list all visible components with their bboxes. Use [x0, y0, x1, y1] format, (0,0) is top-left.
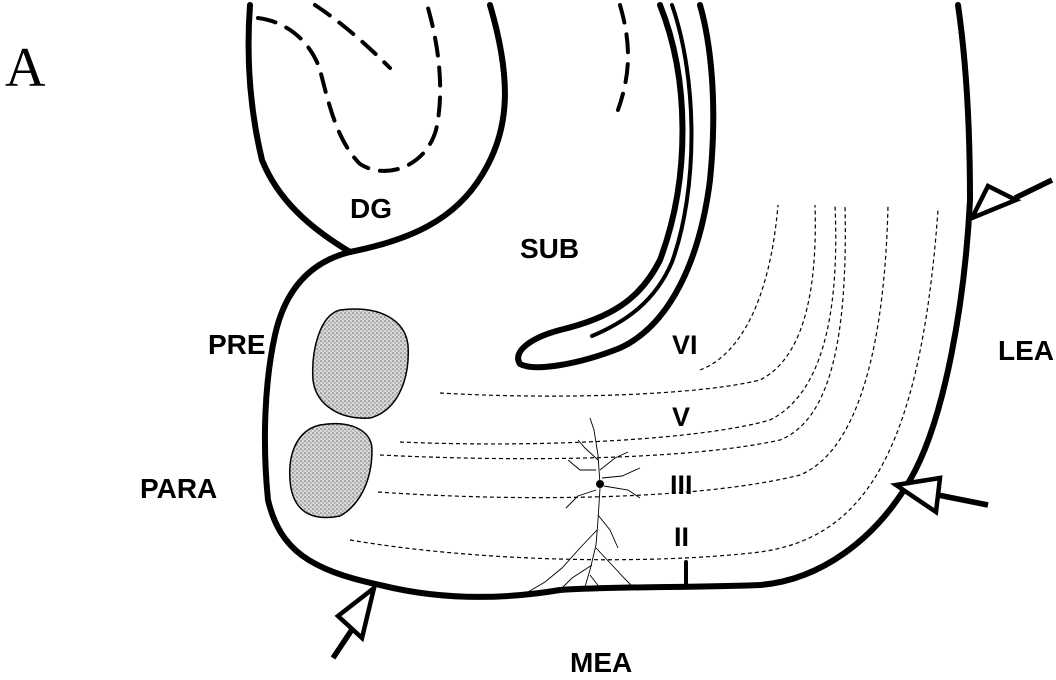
layer-boundary-top [699, 204, 779, 371]
subiculum-tongue-outline [515, 2, 717, 371]
arrow-lea-lower [890, 475, 989, 516]
dg-dashed-layer [256, 6, 443, 173]
label-lea: LEA [998, 335, 1054, 366]
label-layer-iii: III [670, 470, 693, 500]
neuron-drawing [527, 417, 641, 593]
label-sub: SUB [520, 233, 579, 264]
layer-boundary-4 [377, 204, 889, 499]
layer-boundary-2 [399, 204, 837, 445]
para-blob [289, 423, 373, 519]
panel-letter: A [5, 37, 46, 99]
arrow-lea-upper [967, 177, 1054, 223]
pre-blob [311, 308, 409, 419]
cortex-outer-outline [261, 2, 973, 600]
subiculum-inner-line [590, 3, 694, 338]
label-layer-vi: VI [672, 330, 698, 360]
label-dg: DG [350, 193, 392, 224]
label-pre: PRE [208, 329, 266, 360]
label-layer-v: V [672, 402, 690, 432]
label-mea: MEA [570, 647, 632, 678]
label-para: PARA [140, 473, 217, 504]
dg-dashed-layer-inner [313, 3, 392, 70]
layer-boundary-5 [349, 209, 939, 561]
arrow-mea [330, 582, 378, 660]
label-layer-ii: II [674, 522, 689, 552]
layer-boundary-1 [439, 204, 816, 397]
layer-boundary-3 [379, 204, 846, 460]
ca-dashed-line [616, 3, 630, 112]
